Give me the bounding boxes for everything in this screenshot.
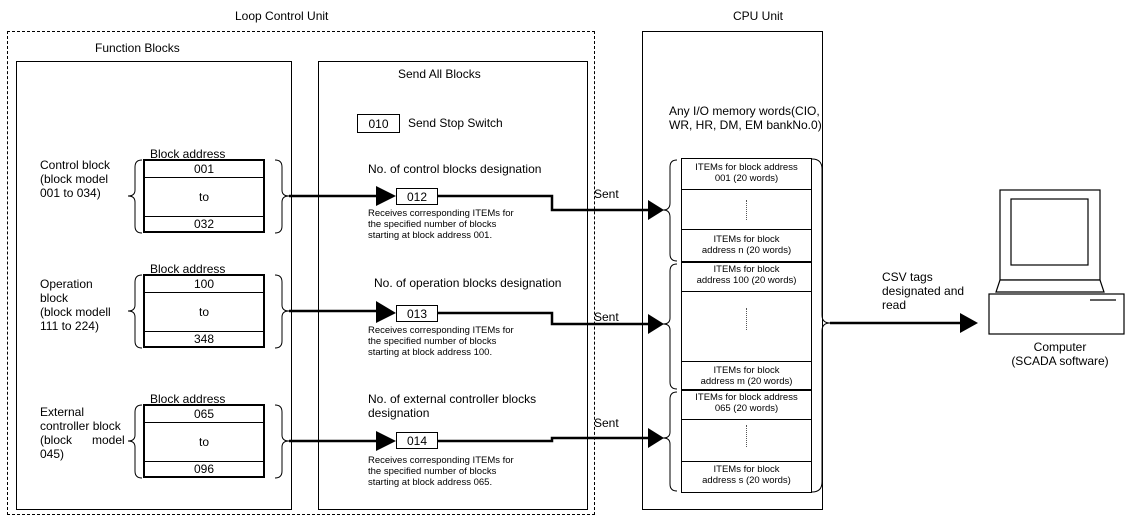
send-all-blocks-panel	[318, 61, 588, 510]
arrow-head	[648, 200, 664, 220]
block-address-cell: to	[143, 292, 265, 331]
function-blocks-title: Function Blocks	[95, 41, 180, 55]
external-controller-block-label: External controller block (block model 0…	[40, 405, 125, 461]
arrow-head	[960, 313, 978, 333]
cpu-unit-title: CPU Unit	[733, 9, 784, 23]
memory-item-block	[681, 158, 812, 262]
memory-item-block	[681, 262, 812, 390]
computer-icon	[988, 189, 1125, 335]
stop-switch-label: Send Stop Switch	[408, 116, 503, 130]
control-blocks-designation-title: No. of control blocks designation	[368, 162, 542, 176]
designation-code: 013	[396, 305, 438, 322]
item-top: ITEMs for block address 100 (20 words)	[696, 264, 797, 286]
block-address-cell: 001	[143, 159, 265, 178]
arrow-head	[376, 431, 396, 451]
brace-right	[274, 274, 290, 349]
arrow-head	[648, 428, 664, 448]
block-address-cell: 348	[143, 331, 265, 348]
item-top: ITEMs for block address 065 (20 words)	[695, 392, 798, 414]
designation-code: 014	[396, 432, 438, 449]
brace-left	[127, 404, 143, 479]
block-address-cell: to	[143, 177, 265, 216]
designation-note: Receives corresponding ITEMs for the spe…	[368, 325, 514, 358]
item-bottom: ITEMs for block address s (20 words)	[702, 464, 791, 486]
brace-left	[127, 159, 143, 234]
function-blocks-panel	[16, 61, 292, 510]
item-top: ITEMs for block address 001 (20 words)	[695, 162, 798, 184]
sent-label: Sent	[594, 187, 619, 201]
computer-label: Computer (SCADA software)	[1011, 340, 1109, 368]
brace-right	[274, 159, 290, 234]
external-blocks-designation-title: No. of external controller blocks design…	[368, 392, 537, 420]
brace-memory	[662, 263, 678, 390]
sent-label: Sent	[594, 310, 619, 324]
designation-note: Receives corresponding ITEMs for the spe…	[368, 455, 514, 488]
item-bottom: ITEMs for block address m (20 words)	[700, 365, 793, 387]
brace-memory	[662, 159, 678, 262]
memory-item-block	[681, 390, 812, 493]
brace-left	[127, 274, 143, 349]
loop-control-unit-title: Loop Control Unit	[235, 9, 329, 23]
block-address-cell: to	[143, 422, 265, 461]
designation-code: 012	[396, 188, 438, 205]
block-address-cell: 032	[143, 216, 265, 233]
memory-words-label: Any I/O memory words(CIO, WR, HR, DM, EM…	[669, 104, 822, 132]
operation-block-label: Operation block (block modell 111 to 224…	[40, 277, 111, 333]
control-block-label: Control block (block model 001 to 034)	[40, 158, 111, 200]
brace-right	[274, 404, 290, 479]
send-all-blocks-title: Send All Blocks	[398, 67, 481, 81]
block-address-cell: 100	[143, 274, 265, 293]
stop-switch-code: 010	[357, 114, 400, 133]
sent-label: Sent	[594, 416, 619, 430]
operation-blocks-designation-title: No. of operation blocks designation	[374, 276, 562, 290]
block-address-header: Block address	[150, 262, 226, 276]
arrow-head	[648, 314, 664, 334]
item-bottom: ITEMs for block address n (20 words)	[701, 234, 792, 256]
block-address-header: Block address	[150, 147, 226, 161]
csv-tags-label: CSV tags designated and read	[882, 270, 965, 312]
block-address-cell: 065	[143, 404, 265, 423]
block-address-cell: 096	[143, 461, 265, 478]
arrow-head	[376, 186, 396, 206]
brace-memory-all	[811, 158, 831, 493]
block-address-header: Block address	[150, 392, 226, 406]
brace-memory	[662, 391, 678, 492]
designation-note: Receives corresponding ITEMs for the spe…	[368, 208, 514, 241]
arrow-head	[376, 301, 396, 323]
